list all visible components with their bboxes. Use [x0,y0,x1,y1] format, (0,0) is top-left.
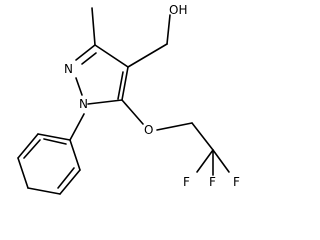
atom-hydroxyl: OH [169,3,187,17]
bond-ph-5-6 [17,133,39,159]
bond-c5-n1 [87,99,123,105]
bond-ph-6-1 [37,133,71,141]
atom-fluorine-left: F [183,175,190,189]
trifluoroethoxy-group [121,99,230,176]
bond-o-ch2 [156,122,193,131]
bond-ch2-cf3 [191,122,214,151]
phenyl-ring [17,113,85,195]
bond-ph-2-3 [59,169,81,195]
bond-c4-ch2 [127,43,168,68]
bond-ph-inner-c [43,138,67,145]
atom-fluorine-right: F [233,175,240,189]
atom-ether-oxygen: O [144,123,153,137]
bond-ph-4-5 [17,157,29,189]
bond-cf3-f-left [196,149,214,173]
structure-canvas: OH N N O F F F [17,3,240,195]
bond-ph-inner-b [23,139,41,159]
bond-n2-c3 [75,44,96,61]
bond-ph-1-2 [69,139,81,171]
atom-ring-nitrogen-1: N [79,97,88,111]
atom-fluorine-top: F [209,175,216,189]
atom-ring-nitrogen-2: N [64,62,73,76]
pyrazole-ring [75,44,129,105]
bond-cf3-f-right [212,149,230,173]
bond-n1-n2 [75,77,83,96]
bond-c5-o [121,99,144,125]
bond-ch2-oh [166,14,171,45]
hydroxymethyl-group [127,14,171,68]
bond-ph-3-4 [27,187,61,195]
bond-ph-inner-a [57,167,75,189]
bond-n2-c3-double [81,52,97,65]
bond-methyl [91,7,96,46]
bond-c4-c5-double [117,71,124,100]
bond-c3-c4 [94,44,129,68]
bond-c4-c5 [121,66,129,101]
bond-n1-phenyl [69,113,85,141]
molecule-structure: OH N N O F F F [17,3,240,195]
